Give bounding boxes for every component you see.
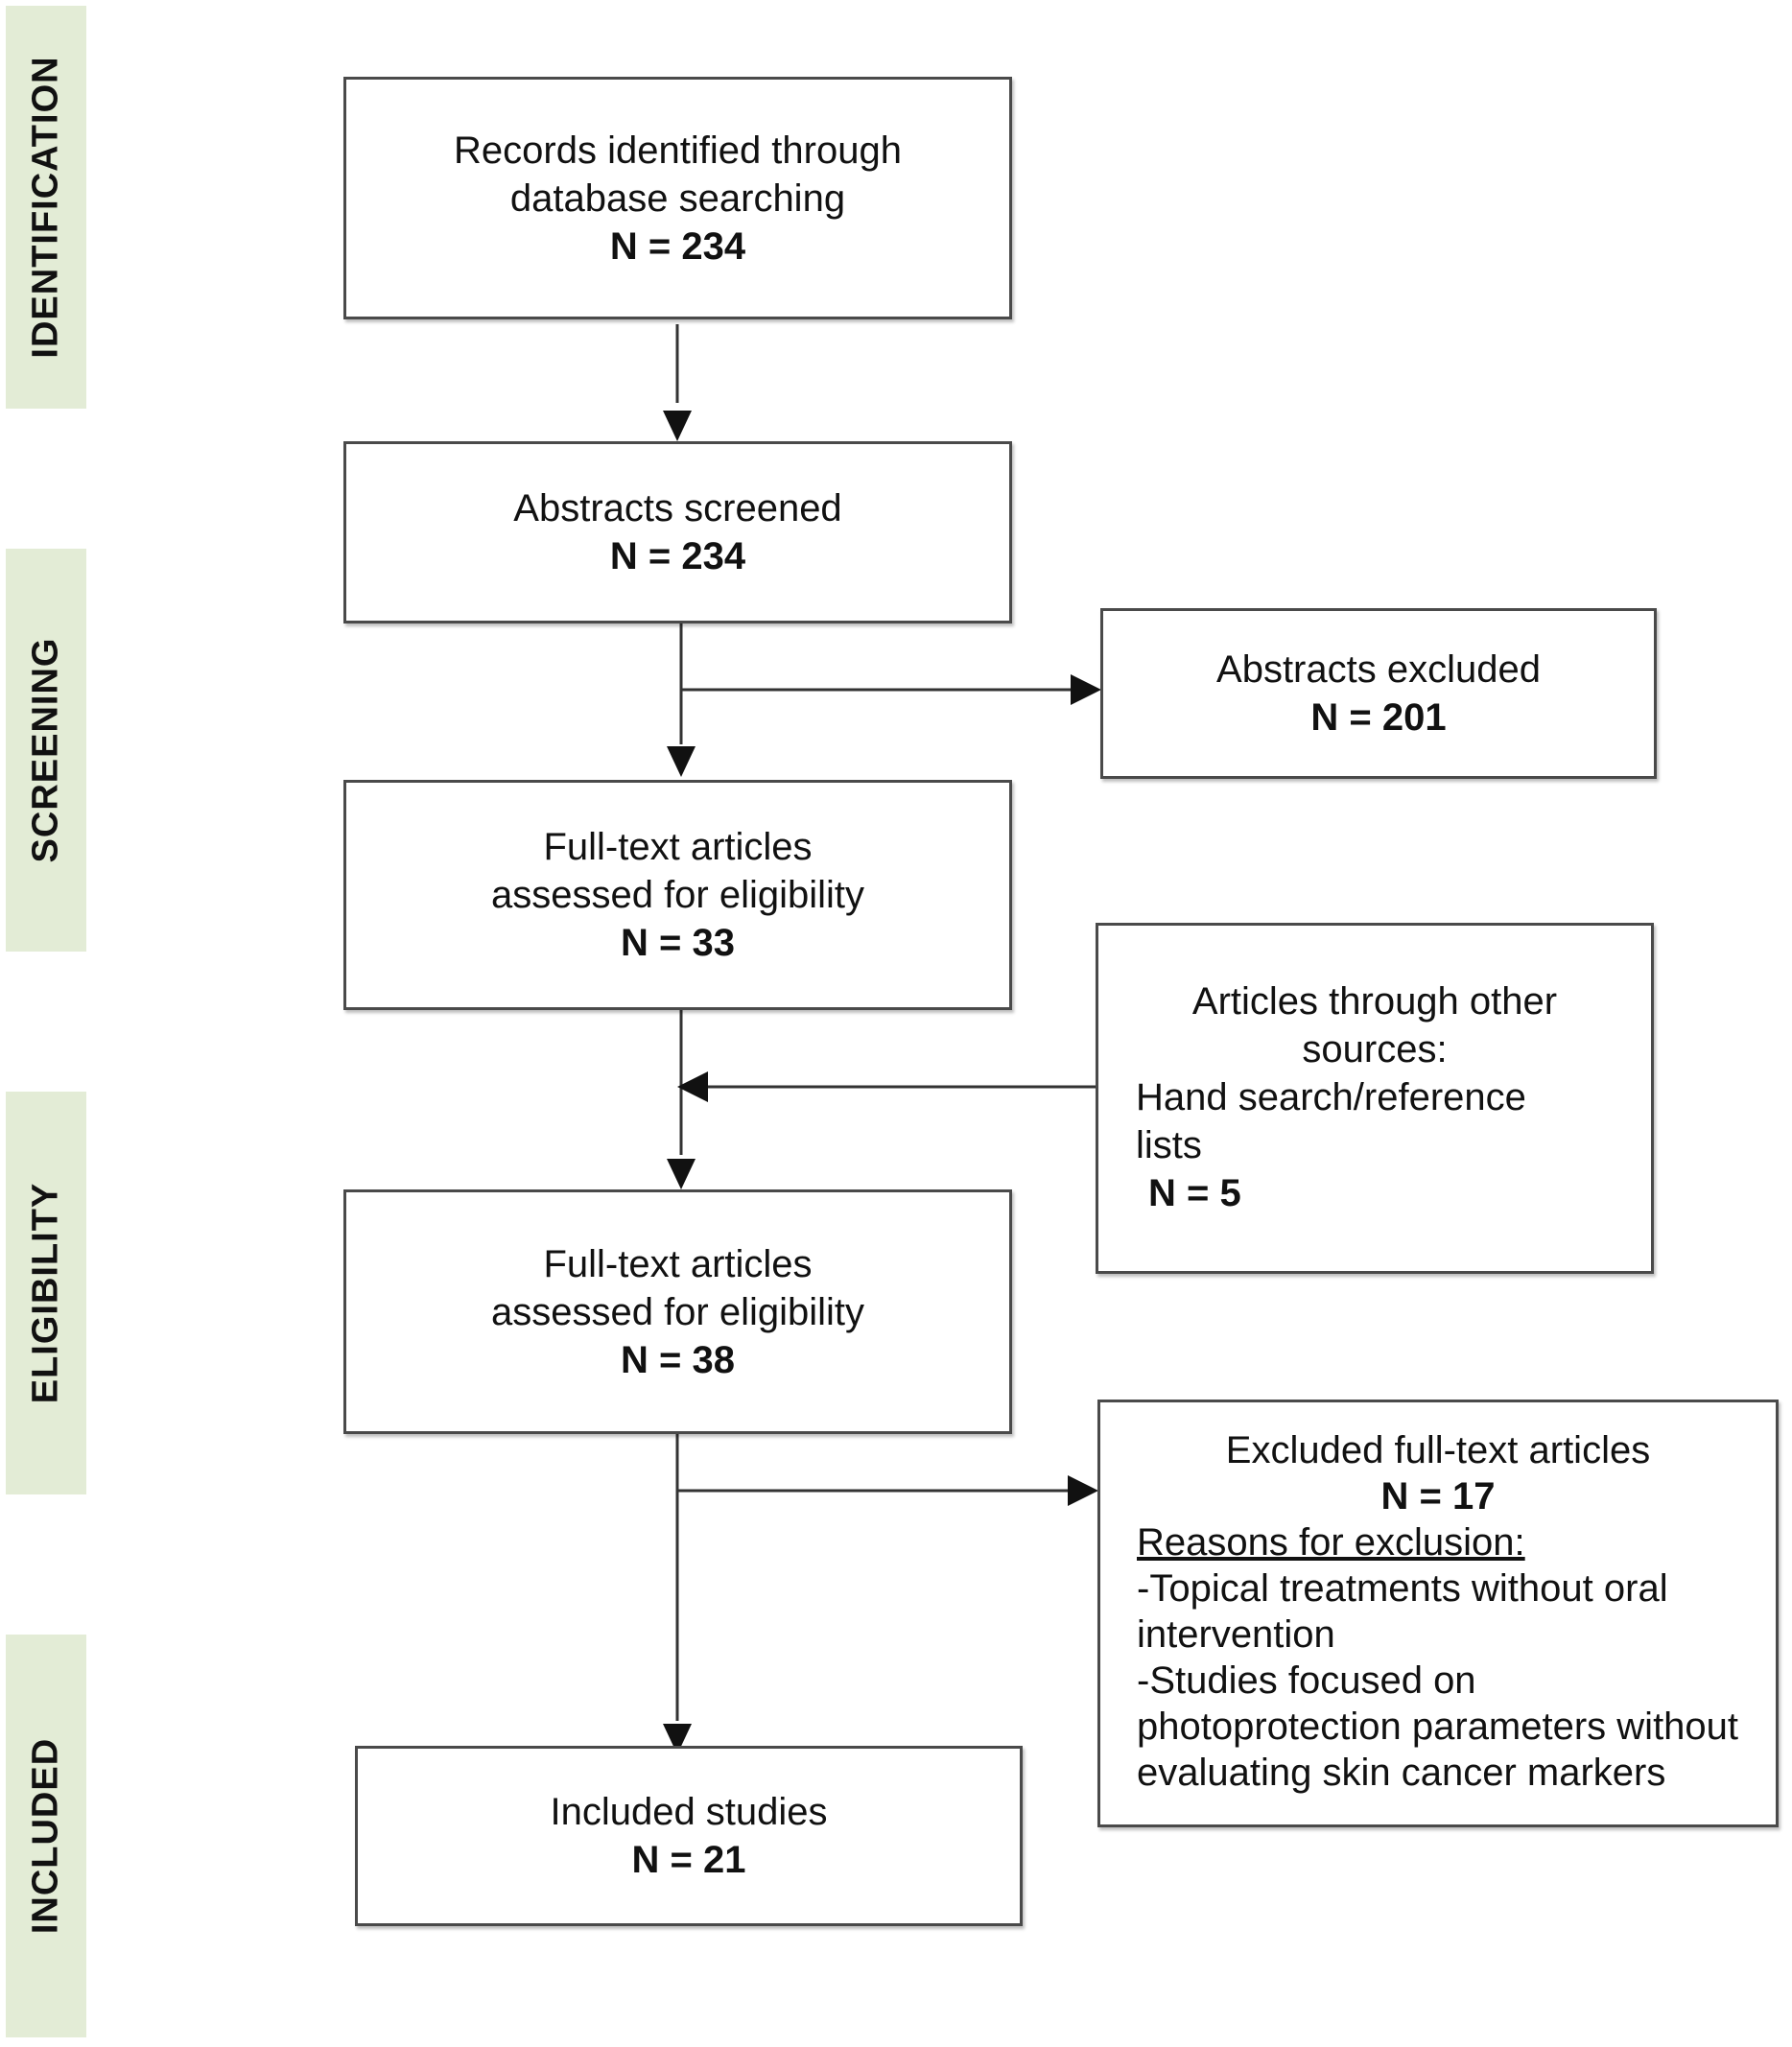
abstracts-excluded-box: Abstracts excluded N = 201 bbox=[1100, 608, 1657, 779]
arrowhead-left-1 bbox=[677, 1071, 708, 1102]
other-sources-line3: Hand search/reference bbox=[1136, 1076, 1526, 1118]
records-line2: database searching bbox=[509, 176, 846, 220]
arrowhead-right-1 bbox=[1071, 674, 1101, 705]
phase-band-eligibility: ELIGIBILITY bbox=[6, 1092, 86, 1494]
arrowhead-down-2 bbox=[667, 746, 696, 777]
phase-band-included: INCLUDED bbox=[6, 1635, 86, 2037]
fulltext38-line1: Full-text articles bbox=[543, 1242, 813, 1285]
phase-band-identification: IDENTIFICATION bbox=[6, 6, 86, 409]
exclusion-reason-2c: evaluating skin cancer markers bbox=[1137, 1752, 1666, 1794]
other-sources-text: Articles through other sources: Hand sea… bbox=[1098, 977, 1651, 1217]
other-sources-box: Articles through other sources: Hand sea… bbox=[1096, 923, 1654, 1274]
other-sources-count: N = 5 bbox=[1148, 1172, 1241, 1214]
abstracts-screened-box: Abstracts screened N = 234 bbox=[343, 441, 1012, 624]
included-studies-count: N = 21 bbox=[631, 1839, 746, 1881]
arrowhead-down-3 bbox=[667, 1159, 696, 1189]
exclusion-reason-2a: -Studies focused on bbox=[1137, 1659, 1476, 1702]
abstracts-excluded-count: N = 201 bbox=[1310, 696, 1447, 739]
excluded-fulltext-text: Excluded full-text articles N = 17 Reaso… bbox=[1100, 1427, 1776, 1796]
fulltext33-line2: assessed for eligibility bbox=[490, 874, 865, 916]
arrowhead-right-2 bbox=[1068, 1475, 1098, 1506]
records-identified-box: Records identified through database sear… bbox=[343, 77, 1012, 319]
arrowhead-down-1 bbox=[663, 411, 692, 441]
fulltext38-count: N = 38 bbox=[621, 1338, 735, 1381]
abstracts-screened-count: N = 234 bbox=[609, 535, 746, 577]
excluded-fulltext-label: Excluded full-text articles bbox=[1225, 1429, 1651, 1471]
arrowhead-down-4 bbox=[663, 1724, 692, 1754]
exclusion-reason-2b: photoprotection parameters without bbox=[1137, 1706, 1739, 1748]
exclusion-reason-1b: intervention bbox=[1137, 1613, 1335, 1656]
included-studies-box: Included studies N = 21 bbox=[355, 1746, 1023, 1926]
excluded-fulltext-box: Excluded full-text articles N = 17 Reaso… bbox=[1097, 1400, 1779, 1827]
exclusion-reasons-heading: Reasons for exclusion: bbox=[1137, 1521, 1525, 1564]
exclusion-reason-1a: -Topical treatments without oral bbox=[1137, 1567, 1668, 1610]
other-sources-line1: Articles through other bbox=[1191, 980, 1558, 1023]
fulltext33-count: N = 33 bbox=[621, 922, 735, 964]
fulltext38-line2: assessed for eligibility bbox=[490, 1290, 865, 1333]
phase-band-screening: SCREENING bbox=[6, 549, 86, 952]
abstracts-screened-label: Abstracts screened bbox=[513, 487, 842, 529]
fulltext-assessed-38-box: Full-text articles assessed for eligibil… bbox=[343, 1189, 1012, 1434]
records-count: N = 234 bbox=[609, 224, 746, 268]
other-sources-line2: sources: bbox=[1302, 1028, 1448, 1071]
excluded-fulltext-count: N = 17 bbox=[1380, 1475, 1496, 1518]
included-studies-label: Included studies bbox=[550, 1791, 828, 1833]
abstracts-excluded-label: Abstracts excluded bbox=[1216, 648, 1541, 691]
records-line1: Records identified through bbox=[454, 129, 902, 172]
fulltext33-line1: Full-text articles bbox=[543, 826, 813, 868]
fulltext-assessed-33-box: Full-text articles assessed for eligibil… bbox=[343, 780, 1012, 1010]
other-sources-line4: lists bbox=[1136, 1124, 1202, 1166]
